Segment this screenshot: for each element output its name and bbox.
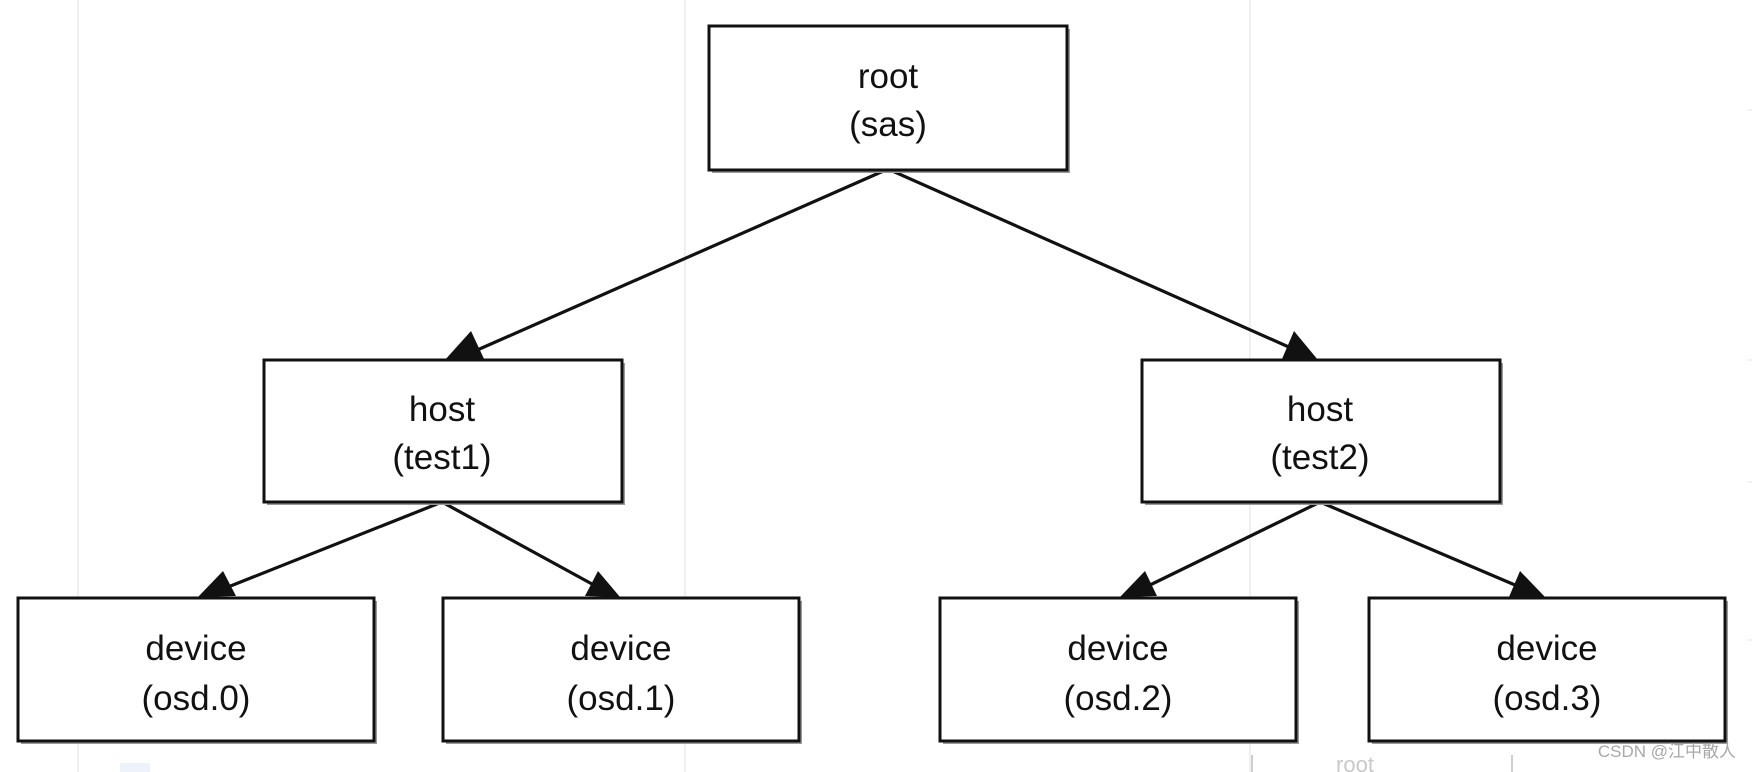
- arrowhead-host1: [444, 331, 485, 361]
- node-osd3-label: (osd.3): [1493, 679, 1602, 718]
- node-host1-label: (test1): [392, 438, 491, 477]
- edge-host2-to-osd3: [1319, 500, 1516, 587]
- node-host-test2: host (test2): [1140, 358, 1503, 505]
- node-device-osd3: device (osd.3): [1367, 596, 1728, 744]
- node-root-label: (sas): [849, 105, 927, 144]
- edge-host2-to-osd2: [1149, 500, 1321, 587]
- node-osd3-type: device: [1496, 629, 1597, 668]
- node-host2-type: host: [1287, 390, 1353, 429]
- arrowhead-osd0: [198, 571, 236, 597]
- edge-root-to-host1: [474, 167, 889, 353]
- node-root-type: root: [858, 57, 919, 96]
- node-host1-type: host: [409, 390, 475, 429]
- arrowhead-host2: [1282, 331, 1318, 360]
- arrowhead-osd1: [585, 571, 620, 597]
- node-osd0-type: device: [145, 629, 246, 668]
- node-host-test1: host (test1): [262, 358, 625, 505]
- node-root: root (sas): [707, 24, 1070, 173]
- node-device-osd2: device (osd.2): [938, 596, 1299, 744]
- node-host2-label: (test2): [1270, 438, 1369, 477]
- node-osd0-label: (osd.0): [142, 679, 251, 718]
- arrowhead-osd2: [1120, 571, 1157, 597]
- watermark: CSDN @江中散人: [1598, 742, 1736, 761]
- node-device-osd1: device (osd.1): [441, 596, 802, 744]
- edges: [198, 167, 1545, 597]
- node-osd1-type: device: [570, 629, 671, 668]
- node-osd2-type: device: [1067, 629, 1168, 668]
- node-osd2-label: (osd.2): [1064, 679, 1173, 718]
- edge-root-to-host2: [887, 167, 1292, 350]
- node-osd1-label: (osd.1): [567, 679, 676, 718]
- background-root-fragment: root: [1336, 752, 1374, 772]
- edge-host1-to-osd0: [227, 500, 443, 589]
- arrowhead-osd3: [1509, 571, 1545, 597]
- node-device-osd0: device (osd.0): [16, 596, 377, 744]
- edge-host1-to-osd1: [441, 500, 593, 586]
